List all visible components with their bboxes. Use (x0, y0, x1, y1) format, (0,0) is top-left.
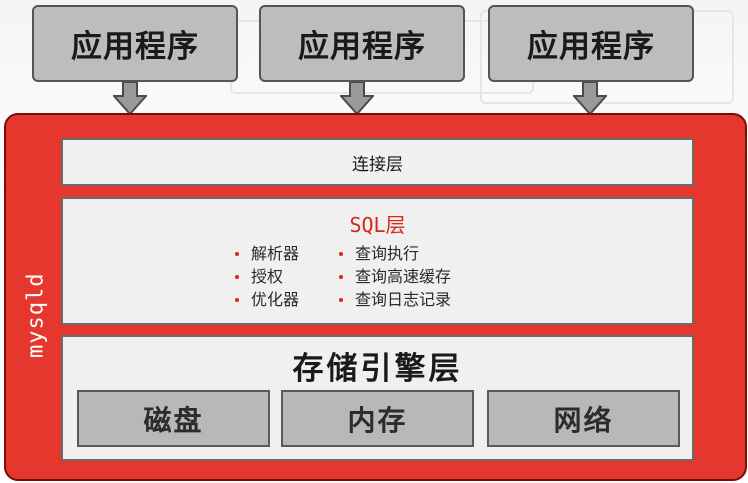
connection-layer-title: 连接层 (352, 154, 403, 175)
mysqld-label: mysqld (23, 272, 49, 358)
feature-label: 查询执行 (355, 244, 420, 263)
storage-component-disk: 磁盘 (77, 390, 270, 447)
list-item: 查询执行 (339, 242, 451, 265)
feature-label: 查询高速缓存 (355, 267, 452, 286)
storage-engine-layer: 存储引擎层 磁盘 内存 网络 (61, 335, 694, 461)
application-box-2: 应用程序 (259, 5, 465, 82)
down-arrow-icon (113, 82, 147, 116)
storage-component-memory: 内存 (281, 390, 474, 447)
connection-layer: 连接层 (61, 138, 694, 186)
bullet-icon (339, 297, 343, 302)
bullet-icon (235, 251, 239, 256)
bullet-icon (339, 251, 343, 256)
down-arrow-icon (340, 82, 374, 116)
sql-feature-list-right: 查询执行 查询高速缓存 查询日志记录 (339, 242, 451, 311)
list-item: 查询高速缓存 (339, 265, 451, 288)
bullet-icon (235, 274, 239, 279)
storage-layer-title: 存储引擎层 (292, 351, 463, 387)
feature-label: 查询日志记录 (355, 290, 452, 309)
feature-label: 解析器 (251, 244, 300, 263)
application-box-1: 应用程序 (32, 5, 238, 82)
list-item: 解析器 (235, 242, 299, 265)
feature-label: 授权 (251, 267, 284, 286)
sql-layer: SQL层 解析器 授权 优化器 查询执行 查询高速缓存 查询日志记录 (61, 197, 694, 325)
bullet-icon (235, 297, 239, 302)
application-box-3: 应用程序 (488, 5, 694, 82)
sql-feature-list-left: 解析器 授权 优化器 (235, 242, 299, 311)
sql-layer-title: SQL层 (349, 213, 406, 237)
feature-label: 优化器 (251, 290, 300, 309)
storage-component-network: 网络 (487, 390, 680, 447)
bullet-icon (339, 274, 343, 279)
list-item: 优化器 (235, 288, 299, 311)
list-item: 查询日志记录 (339, 288, 451, 311)
list-item: 授权 (235, 265, 299, 288)
down-arrow-icon (573, 82, 607, 116)
